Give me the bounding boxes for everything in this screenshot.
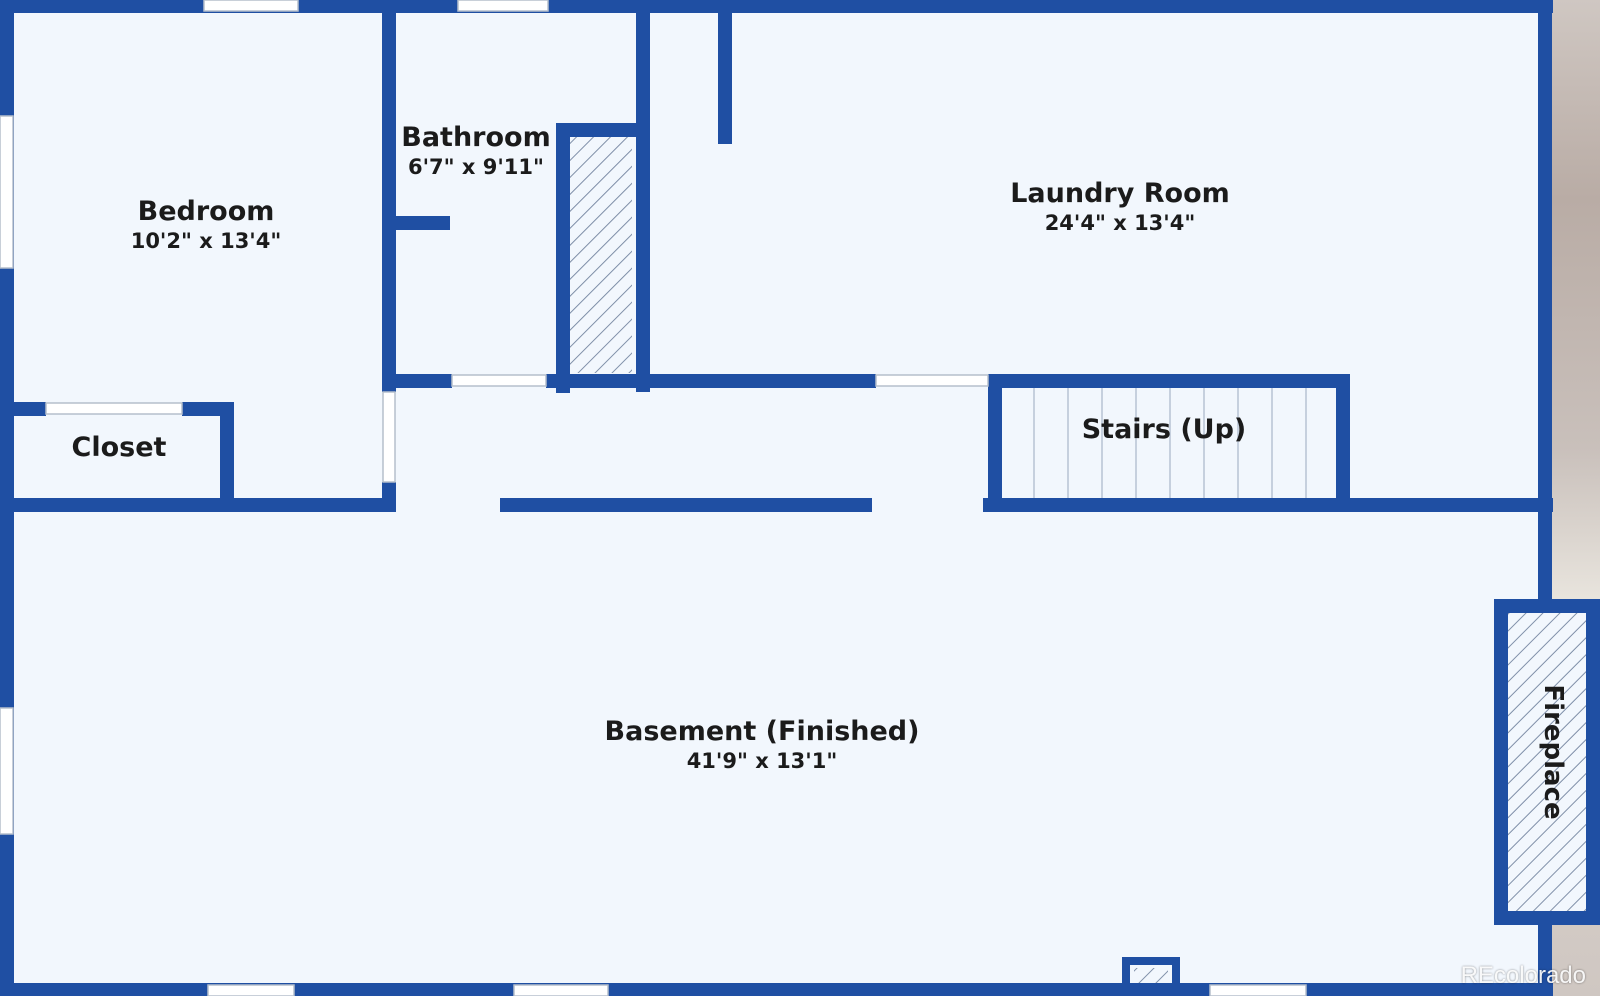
room-name: Laundry Room [1010, 178, 1230, 209]
wall-fireplace-right [1586, 599, 1600, 925]
wall-stairs-top [988, 374, 1350, 388]
window-bedroom-left [0, 115, 14, 269]
window-basement-bottom-1 [207, 984, 295, 996]
wall-stairs-bottom [983, 498, 1553, 512]
wall-bathroom-laundry [636, 0, 650, 392]
room-dimensions: 6'7" x 9'11" [408, 155, 544, 179]
room-label-fireplace: Fireplace [1538, 684, 1568, 820]
door-bathroom [451, 374, 547, 387]
window-basement-bottom-3 [1209, 984, 1307, 996]
room-dimensions: 41'9" x 13'1" [686, 749, 838, 773]
wall-bedroom-bottom [0, 498, 396, 512]
fireplace-hatch [1500, 606, 1596, 918]
wall-stairs-left [988, 374, 1002, 510]
door-openings [45, 374, 989, 483]
door-closet [45, 402, 183, 415]
room-label-basement: Basement (Finished) 41'9" x 13'1" [605, 716, 920, 774]
windows [0, 0, 1307, 996]
room-label-bedroom: Bedroom 10'2" x 13'4" [131, 196, 282, 254]
wall-closet-top-a [0, 402, 46, 416]
wall-fireplace-bottom [1494, 911, 1600, 925]
room-label-laundry: Laundry Room 24'4" x 13'4" [1010, 178, 1230, 236]
room-dimensions: 24'4" x 13'4" [1044, 211, 1196, 235]
wall-fireplace-top [1494, 599, 1600, 613]
wall-hearth-vent [1122, 957, 1180, 996]
room-name: Closet [71, 432, 167, 463]
wall-closet-right [220, 402, 234, 512]
room-name: Basement (Finished) [604, 716, 920, 747]
window-bathroom-top [457, 0, 549, 12]
wall-hall-b [546, 374, 876, 388]
room-label-stairs: Stairs (Up) [1082, 414, 1247, 446]
window-bedroom-top [203, 0, 299, 12]
window-basement-left [0, 707, 14, 835]
wall-fireplace-left [1494, 599, 1508, 925]
window-basement-bottom-2 [513, 984, 609, 996]
wall-bathroom-stub [396, 216, 450, 230]
wall-chimney-top [556, 123, 650, 137]
wall-right-upper [1538, 0, 1552, 610]
door-bedroom [382, 391, 396, 483]
door-laundry [875, 374, 989, 387]
room-name: Stairs (Up) [1081, 414, 1247, 445]
wall-laundry-stub [718, 0, 732, 144]
wall-basement-divider [500, 498, 872, 512]
room-label-bathroom: Bathroom 6'7" x 9'11" [401, 122, 550, 180]
room-label-closet: Closet [72, 432, 167, 464]
chimney-hatch [562, 129, 632, 373]
wall-right-lower [1538, 916, 1552, 996]
watermark-text: REcolorado [1460, 962, 1586, 989]
room-name: Bathroom [401, 122, 551, 153]
wall-stairs-right [1336, 374, 1350, 510]
wall-chimney-left [556, 123, 570, 393]
wall-hall-a [382, 374, 452, 388]
room-name: Bedroom [137, 196, 275, 227]
room-dimensions: 10'2" x 13'4" [130, 229, 282, 253]
wall-bedroom-bathroom [382, 0, 396, 392]
